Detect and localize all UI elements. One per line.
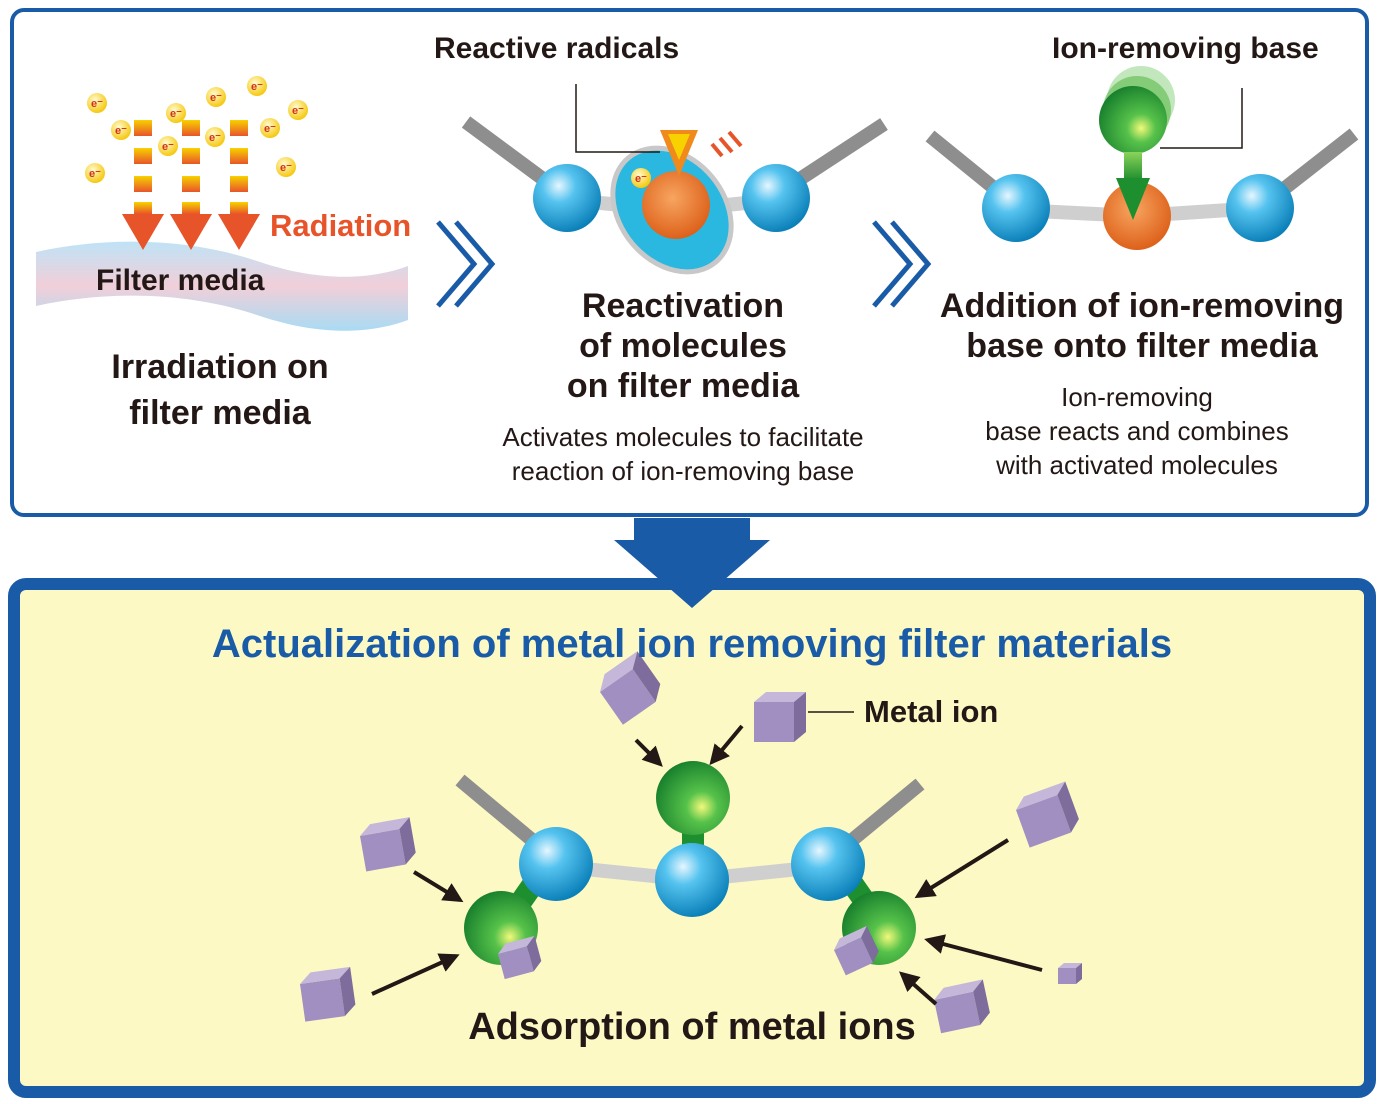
svg-text:e⁻: e⁻ bbox=[280, 162, 292, 174]
svg-text:e⁻: e⁻ bbox=[251, 81, 263, 93]
svg-text:e⁻: e⁻ bbox=[89, 168, 101, 180]
filter-media-label: Filter media bbox=[96, 264, 265, 297]
step3-title-line2: base onto filter media bbox=[966, 327, 1318, 365]
step1-title-line2: filter media bbox=[129, 394, 311, 432]
step2-desc-line1: Activates molecules to facilitate bbox=[502, 422, 864, 452]
svg-text:e⁻: e⁻ bbox=[170, 108, 182, 120]
ion-removing-base-callout: Ion-removing base bbox=[1052, 32, 1319, 65]
filter-media-band bbox=[36, 241, 408, 331]
chevron-arrow-icon-2 bbox=[872, 220, 932, 308]
step2-title: Reactivation of molecules on filter medi… bbox=[513, 286, 853, 406]
step2-title-line2: of molecules bbox=[579, 327, 787, 365]
step3-description: Ion-removing base reacts and combines wi… bbox=[932, 380, 1342, 482]
adsorption-arrows bbox=[371, 724, 1043, 1006]
svg-text:e⁻: e⁻ bbox=[115, 125, 127, 137]
svg-text:e⁻: e⁻ bbox=[162, 141, 174, 153]
electron-particles: e⁻ e⁻ e⁻ e⁻ e⁻ e⁻ e⁻ e⁻ e⁻ e⁻ e⁻ bbox=[85, 76, 308, 183]
step3-desc-line2: base reacts and combines bbox=[985, 416, 1289, 446]
metal-ion-cubes bbox=[300, 651, 1082, 1034]
step3-desc-line1: Ion-removing bbox=[1061, 382, 1213, 412]
chevron-arrow-icon-1 bbox=[436, 220, 496, 308]
step2-title-line1: Reactivation bbox=[581, 287, 785, 325]
ion-removing-base-leader bbox=[1160, 88, 1243, 149]
step2-title-line3: on filter media bbox=[566, 367, 800, 405]
svg-text:e⁻: e⁻ bbox=[210, 92, 222, 104]
step2-description: Activates molecules to facilitate reacti… bbox=[443, 420, 923, 488]
svg-text:e⁻: e⁻ bbox=[635, 173, 647, 185]
metal-ion-label: Metal ion bbox=[864, 694, 999, 729]
step1-title-line1: Irradiation on bbox=[111, 348, 329, 386]
result-title: Actualization of metal ion removing filt… bbox=[211, 622, 1173, 666]
radiation-beams bbox=[122, 120, 260, 250]
reactive-radicals-leader bbox=[575, 84, 660, 153]
down-arrow-icon bbox=[614, 518, 770, 608]
adsorption-caption: Adsorption of metal ions bbox=[468, 1006, 916, 1048]
step2-desc-line2: reaction of ion-removing base bbox=[511, 456, 855, 486]
step1-title: Irradiation on filter media bbox=[60, 344, 380, 436]
svg-text:e⁻: e⁻ bbox=[209, 132, 221, 144]
step3-title-line1: Addition of ion-removing bbox=[939, 287, 1345, 325]
svg-text:e⁻: e⁻ bbox=[91, 98, 103, 110]
step3-title: Addition of ion-removing base onto filte… bbox=[912, 286, 1372, 366]
svg-text:e⁻: e⁻ bbox=[292, 105, 304, 117]
radiation-label: Radiation bbox=[270, 208, 412, 243]
step3-desc-line3: with activated molecules bbox=[996, 450, 1278, 480]
base-attaching-molecule bbox=[925, 66, 1359, 250]
reactive-radicals-callout: Reactive radicals bbox=[434, 32, 680, 65]
svg-text:e⁻: e⁻ bbox=[264, 123, 276, 135]
reactivated-molecule: e⁻ bbox=[461, 116, 888, 275]
